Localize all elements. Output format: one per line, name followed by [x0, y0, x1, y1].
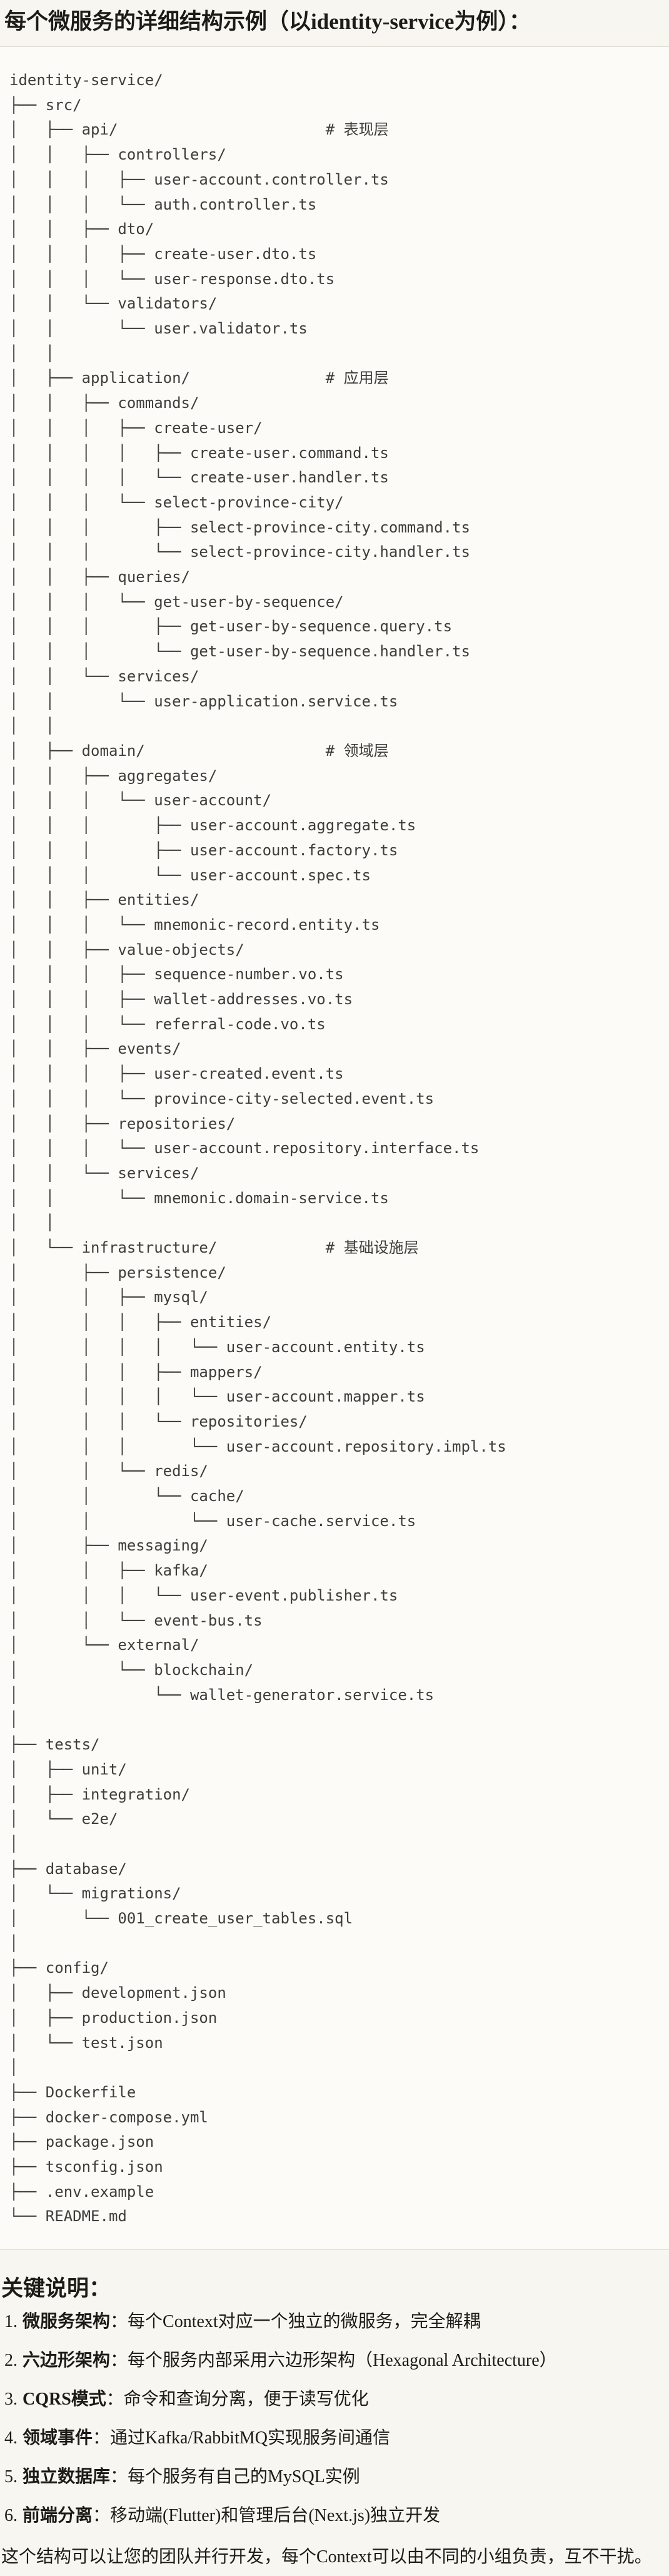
note-term: 独立数据库	[23, 2467, 111, 2487]
notes-list: 1.微服务架构：每个Context对应一个独立的微服务，完全解耦 2.六边形架构…	[0, 2311, 669, 2527]
note-number: 4.	[4, 2428, 18, 2448]
note-desc: ：每个服务内部采用六边形架构（Hexagonal Architecture）	[110, 2351, 557, 2371]
note-item-3: 3.CQRS模式：命令和查询分离，便于读写优化	[4, 2389, 669, 2410]
note-term: 前端分离	[23, 2506, 93, 2526]
closing-paragraph: 这个结构可以让您的团队并行开发，每个Context可以由不同的小组负责，互不干扰…	[1, 2547, 652, 2567]
code-block: identity-service/ ├── src/ │ ├── api/ # …	[0, 46, 669, 2251]
note-number: 6.	[4, 2506, 18, 2526]
note-desc: ：每个Context对应一个独立的微服务，完全解耦	[110, 2312, 481, 2332]
note-desc: ：每个服务有自己的MySQL实例	[110, 2467, 360, 2487]
note-number: 5.	[4, 2467, 18, 2487]
note-item-5: 5.独立数据库：每个服务有自己的MySQL实例	[4, 2467, 669, 2488]
note-term: 六边形架构	[23, 2351, 111, 2371]
notes-heading: 关键说明：	[1, 2276, 111, 2301]
note-desc: ：命令和查询分离，便于读写优化	[106, 2390, 369, 2410]
note-desc: ：移动端(Flutter)和管理后台(Next.js)独立开发	[93, 2506, 441, 2526]
note-term: 领域事件	[23, 2428, 93, 2448]
note-desc: ：通过Kafka/RabbitMQ实现服务间通信	[93, 2428, 390, 2448]
note-number: 2.	[4, 2351, 18, 2371]
note-item-4: 4.领域事件：通过Kafka/RabbitMQ实现服务间通信	[4, 2428, 669, 2449]
note-number: 3.	[4, 2390, 18, 2410]
note-term: CQRS模式	[23, 2390, 106, 2410]
note-item-1: 1.微服务架构：每个Context对应一个独立的微服务，完全解耦	[4, 2311, 669, 2333]
directory-tree: identity-service/ ├── src/ │ ├── api/ # …	[9, 71, 506, 2226]
note-item-6: 6.前端分离：移动端(Flutter)和管理后台(Next.js)独立开发	[4, 2505, 669, 2527]
page-title: 每个微服务的详细结构示例（以identity-service为例）：	[4, 9, 531, 34]
note-item-2: 2.六边形架构：每个服务内部采用六边形架构（Hexagonal Architec…	[4, 2350, 669, 2371]
note-term: 微服务架构	[23, 2312, 111, 2332]
note-number: 1.	[4, 2312, 18, 2332]
